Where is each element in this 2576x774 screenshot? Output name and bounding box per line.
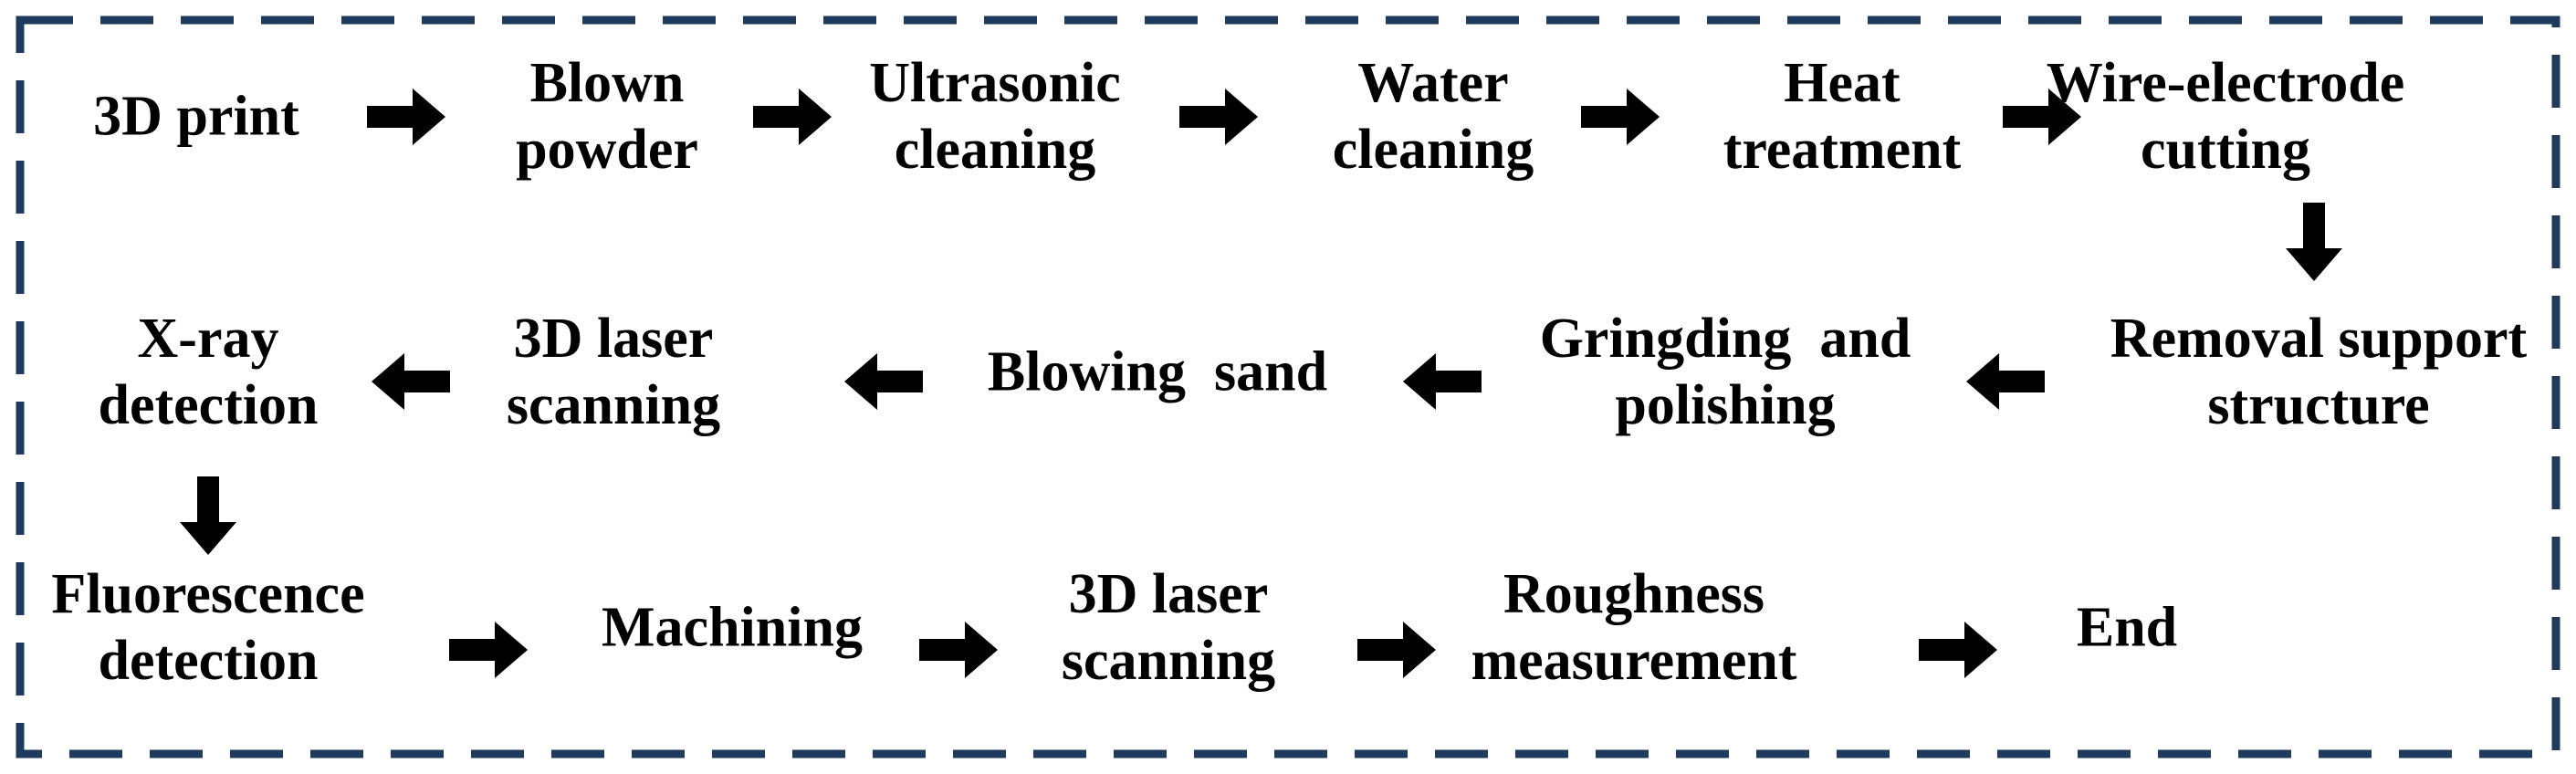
arrow-right-icon: [367, 89, 445, 145]
step-label-line: Blowing sand: [987, 340, 1328, 403]
step-label-line: Blown: [529, 51, 685, 114]
arrow-right-icon: [1919, 622, 1997, 678]
step-label-line: scanning: [506, 374, 721, 436]
arrow-left-icon: [1966, 353, 2045, 410]
step-end: End: [2077, 594, 2177, 661]
arrow-right-icon: [1179, 89, 1258, 145]
arrow-left-icon: [1403, 353, 1482, 410]
step-label-line: cleaning: [1332, 119, 1534, 181]
step-label-line: cleaning: [894, 119, 1096, 181]
step-label-line: End: [2076, 596, 2178, 659]
step-label-line: 3D print: [93, 85, 299, 148]
step-label-line: Machining: [602, 596, 863, 659]
step-label-line: scanning: [1061, 630, 1276, 692]
step-label-line: 3D laser: [1068, 562, 1269, 625]
step-label-line: treatment: [1723, 119, 1962, 181]
step-label-line: Fluorescence: [51, 562, 365, 625]
arrow-right-icon: [753, 89, 832, 145]
arrow-right-icon: [2003, 89, 2081, 145]
arrow-down-icon: [180, 476, 236, 555]
step-label-line: powder: [516, 119, 698, 181]
step-label-line: Roughness: [1503, 562, 1764, 625]
arrow-right-icon: [1581, 89, 1660, 145]
step-label-line: Ultrasonic: [869, 51, 1121, 114]
dashed-border: [16, 16, 2560, 758]
step-3d-print: 3D print: [93, 83, 299, 150]
step-label-line: measurement: [1471, 630, 1797, 692]
step-label-line: structure: [2207, 374, 2430, 436]
arrow-right-icon: [1357, 622, 1436, 678]
step-label-line: detection: [98, 374, 319, 436]
step-machining: Machining: [602, 594, 863, 661]
arrow-down-icon: [2286, 203, 2342, 281]
arrow-right-icon: [449, 622, 528, 678]
step-label-line: 3D laser: [513, 307, 714, 370]
step-blowing-sand: Blowing sand: [988, 339, 1327, 405]
arrow-right-icon: [919, 622, 998, 678]
step-label-line: cutting: [2141, 119, 2310, 181]
step-label-line: Water: [1357, 51, 1509, 114]
arrow-left-icon: [844, 353, 923, 410]
step-label-line: polishing: [1615, 374, 1836, 436]
arrow-left-icon: [372, 353, 450, 410]
step-label-line: X-ray: [137, 307, 279, 370]
step-label-line: Removal support: [2110, 307, 2528, 370]
step-label-line: detection: [98, 630, 319, 692]
step-label-line: Gringding and: [1539, 307, 1911, 370]
step-label-line: Wire-electrode: [2046, 51, 2405, 114]
step-label-line: Heat: [1784, 51, 1901, 114]
